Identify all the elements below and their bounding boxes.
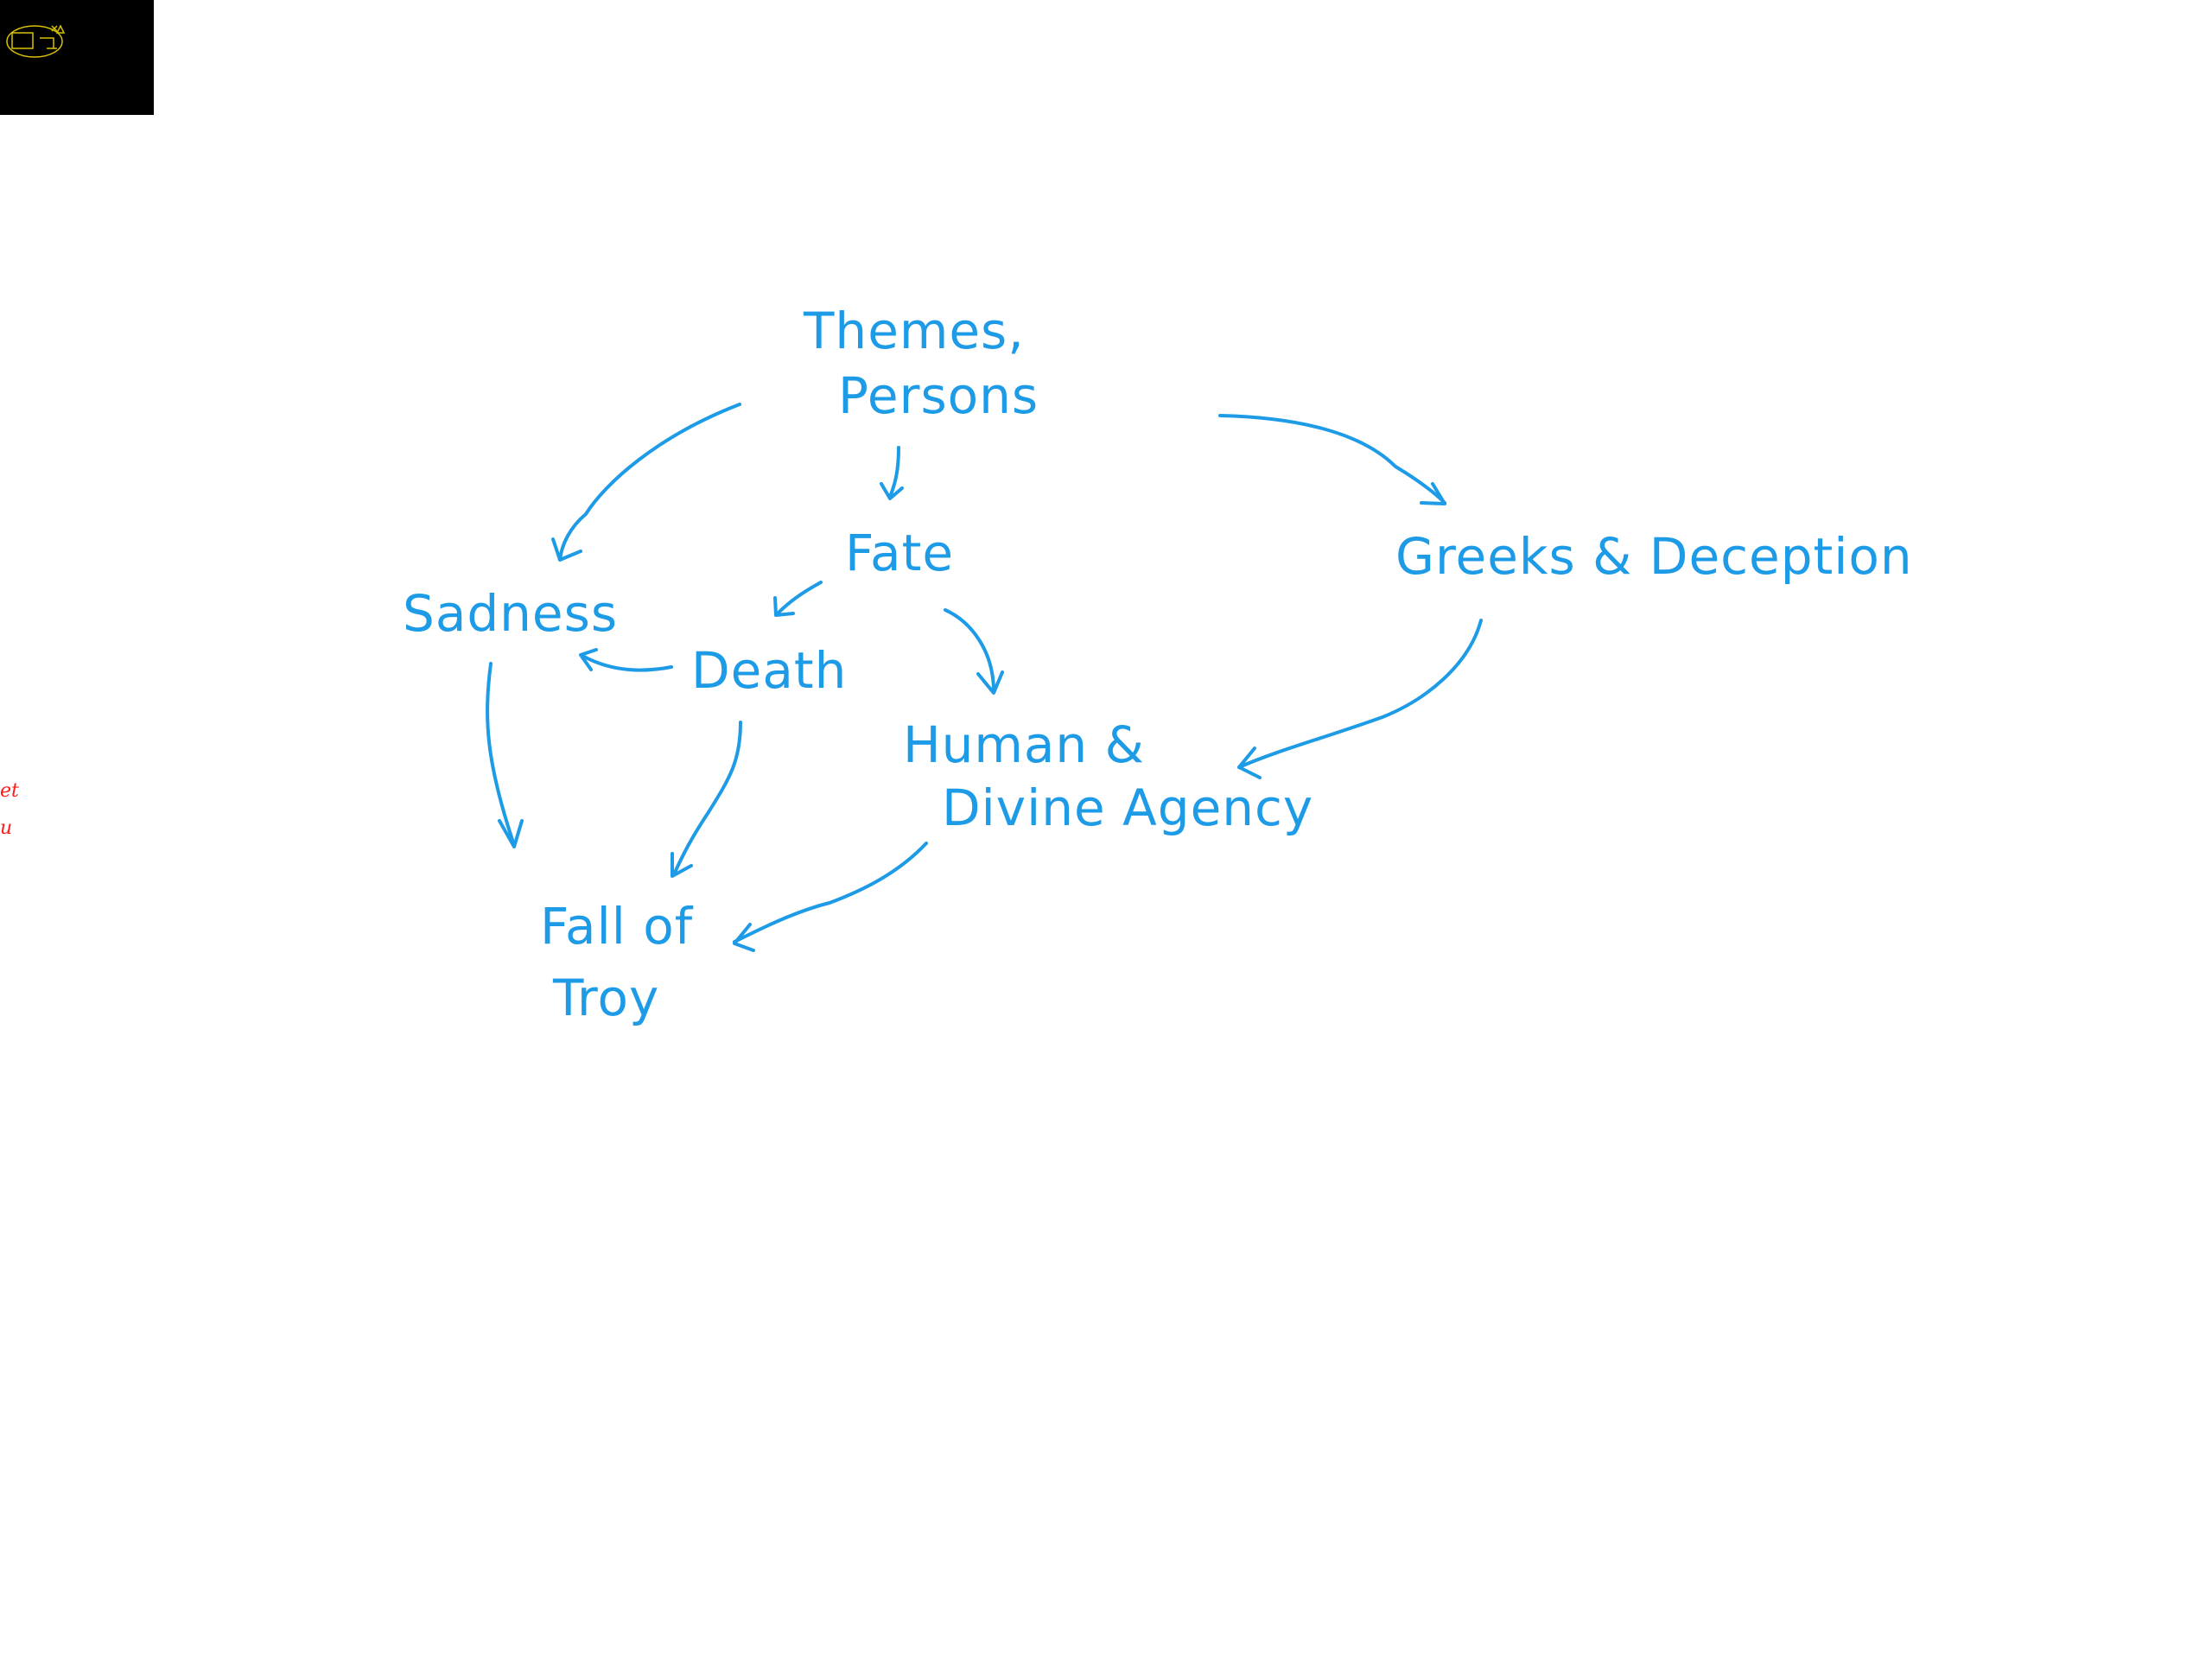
- node-fall-of-troy[interactable]: Fall of Troy: [540, 897, 694, 1027]
- node-death[interactable]: Death: [691, 641, 847, 700]
- page-thumbnail[interactable]: [0, 0, 154, 115]
- node-label: Fate: [845, 524, 954, 582]
- node-greeks-deception[interactable]: Greeks & Deception: [1395, 527, 1913, 586]
- node-label: Sadness: [403, 584, 618, 643]
- edge-fate-agency: [944, 608, 1004, 695]
- node-themes-persons[interactable]: Themes, Persons: [803, 302, 1039, 425]
- margin-note: et: [0, 780, 19, 802]
- node-label: Human &: [903, 715, 1145, 774]
- node-label: Death: [691, 641, 847, 700]
- node-label: Themes,: [803, 302, 1025, 360]
- node-label: Greeks & Deception: [1395, 527, 1913, 586]
- margin-note: u: [0, 817, 13, 839]
- scribble-thumbnail-icon: [6, 24, 66, 58]
- edge-greeks-agency: [1237, 619, 1483, 779]
- node-label: Persons: [838, 366, 1039, 425]
- edge-themes-fate: [880, 446, 904, 500]
- node-label: Divine Agency: [942, 778, 1313, 837]
- edge-agency-troy: [733, 842, 928, 952]
- node-fate[interactable]: Fate: [845, 524, 954, 582]
- node-label: Troy: [552, 969, 659, 1027]
- edge-themes-sadness: [551, 403, 741, 562]
- edge-death-sadness: [579, 648, 673, 672]
- edge-themes-greeks: [1218, 414, 1446, 505]
- node-human-divine-agency[interactable]: Human & Divine Agency: [903, 715, 1313, 837]
- edge-death-troy: [671, 721, 742, 878]
- node-label: Fall of: [540, 897, 694, 956]
- node-sadness[interactable]: Sadness: [403, 584, 618, 643]
- edge-sadness-troy: [486, 662, 524, 848]
- edge-fate-death: [773, 581, 823, 617]
